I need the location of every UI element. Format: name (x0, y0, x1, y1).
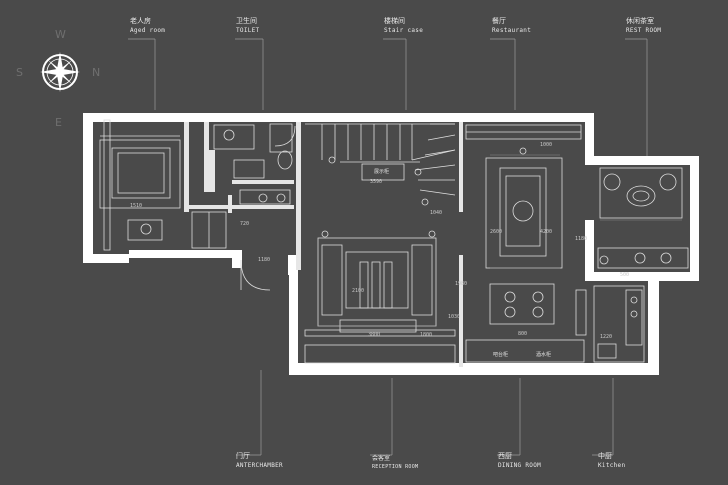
dim-11: 3800 (368, 332, 380, 338)
label-rest-room: 休闲茶室 REST ROOM (626, 17, 662, 34)
dim-15: 4200 (540, 229, 552, 235)
compass-w: W (55, 28, 66, 41)
dim-10: 2100 (352, 288, 364, 294)
dim-6: 1180 (575, 236, 587, 242)
cabinet-left-label: 吧台柜 (493, 351, 508, 358)
label-dining-room: 西厨 DINING ROOM (498, 452, 542, 469)
dim-4: 1040 (430, 210, 442, 216)
label-anterchamber: 门厅 ANTERCHAMBER (236, 452, 283, 469)
dimension-labels: 1510 1180 3590 1040 1000 1180 800 1030 1… (130, 142, 629, 340)
exterior-walls (83, 113, 699, 375)
dim-2: 1180 (258, 257, 270, 263)
dim-7: 800 (518, 331, 527, 337)
compass-e: E (55, 116, 62, 129)
dim-12: 1800 (420, 332, 432, 338)
interior-walls (184, 122, 463, 367)
dim-16: 720 (240, 221, 249, 227)
dim-14: 1980 (455, 281, 467, 287)
label-restaurant: 餐厅 Restaurant (492, 17, 532, 34)
label-stair-case: 楼梯间 Stair case (384, 17, 424, 34)
compass-n: N (92, 66, 100, 79)
label-toilet: 卫生间 TOILET (236, 17, 260, 34)
dim-1: 1510 (130, 203, 142, 209)
leader-lines (128, 38, 648, 456)
cabinet-right-label: 酒水柜 (536, 351, 551, 358)
fixture-labels: 吧台柜 酒水柜 展示柜 (374, 168, 551, 358)
dim-13: 2600 (490, 229, 502, 235)
dim-8: 1030 (448, 314, 460, 320)
dim-9: 1220 (600, 334, 612, 340)
shelf-label: 展示柜 (374, 168, 389, 175)
rug-hatch (318, 154, 682, 327)
dim-17: 500 (620, 272, 629, 278)
dim-5: 1000 (540, 142, 552, 148)
compass-s: S (16, 66, 23, 79)
label-kitchen: 中厨 Kitchen (598, 452, 626, 469)
label-aged-room: 老人房 Aged room (130, 17, 166, 34)
dim-3: 3590 (370, 179, 382, 185)
compass-icon: W E S N (16, 28, 100, 129)
label-reception-room: 会客室 RECEPTION ROOM (372, 455, 419, 470)
